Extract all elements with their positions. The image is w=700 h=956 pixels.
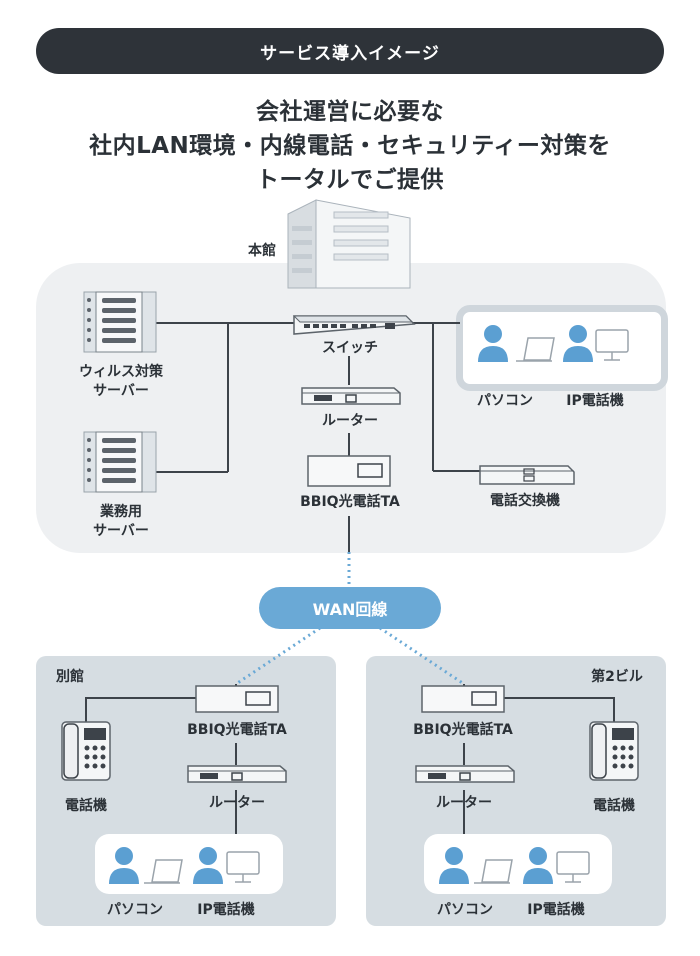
ta-label: BBIQ光電話TA	[300, 494, 400, 510]
ta-device-icon	[307, 455, 391, 487]
annex-router-icon	[187, 765, 287, 783]
main-laptop-icon	[516, 337, 555, 362]
annex-ta-label: BBIQ光電話TA	[187, 722, 287, 738]
wan-pill: WAN回線	[259, 587, 441, 629]
annex-phone-label: 電話機	[65, 798, 107, 814]
annex-pc-label: パソコン	[107, 902, 163, 918]
building2-router-label: ルーター	[436, 795, 492, 811]
annex-router-label: ルーター	[209, 795, 265, 811]
wan-links	[235, 552, 465, 686]
main-person-icon-pc	[478, 325, 508, 362]
building2-phone-label: 電話機	[593, 798, 635, 814]
building2-ta-icon	[421, 685, 505, 713]
antivirus-server-label-line2: サーバー	[93, 383, 149, 399]
building2-title: 第2ビル	[591, 669, 643, 685]
router-label: ルーター	[322, 413, 378, 429]
switch-icon	[292, 315, 416, 335]
building2-ta-label: BBIQ光電話TA	[413, 722, 513, 738]
annex-laptop-icon	[144, 859, 183, 884]
building2-pc-label: パソコン	[437, 902, 493, 918]
annex-person-icon-pc	[109, 847, 139, 884]
annex-person-icon-phone	[193, 847, 223, 884]
page-banner: サービス導入イメージ	[36, 28, 664, 74]
pbx-label: 電話交換機	[490, 493, 560, 509]
main-building-title: 本館	[248, 243, 276, 259]
annex-ip-phone-label: IP電話機	[197, 902, 255, 918]
main-pc-box	[456, 305, 668, 391]
business-server-label-line2: サーバー	[93, 523, 149, 539]
antivirus-server-label-line1: ウィルス対策	[79, 364, 163, 380]
annex-ta-icon	[195, 685, 279, 713]
building2-monitor-icon	[556, 851, 590, 883]
router-icon	[301, 387, 401, 405]
main-monitor-icon	[595, 329, 629, 361]
main-pc-label: パソコン	[477, 393, 533, 409]
main-ip-phone-label: IP電話機	[566, 393, 624, 409]
sub-connections	[85, 684, 615, 834]
building2-person-icon-phone	[523, 847, 553, 884]
antivirus-server-icon	[83, 291, 157, 353]
building2-person-icon-pc	[439, 847, 469, 884]
business-server-icon	[83, 431, 157, 493]
headline-line-3: トータルでご提供	[256, 167, 444, 193]
switch-label: スイッチ	[322, 340, 378, 356]
pbx-icon	[479, 465, 575, 485]
main-connections	[156, 322, 480, 552]
building2-phone-icon	[589, 721, 639, 781]
annex-monitor-icon	[226, 851, 260, 883]
building2-laptop-icon	[474, 859, 513, 884]
antivirus-server-label: ウィルス対策 サーバー	[60, 363, 182, 401]
annex-phone-icon	[61, 721, 111, 781]
headline-line-1: 会社運営に必要な	[256, 99, 444, 125]
building2-router-icon	[415, 765, 515, 783]
annex-title: 別館	[56, 669, 84, 685]
business-server-label: 業務用 サーバー	[60, 503, 182, 541]
headline-line-2: 社内LAN環境・内線電話・セキュリティー対策を	[89, 133, 611, 159]
main-person-icon-phone	[563, 325, 593, 362]
business-server-label-line1: 業務用	[100, 504, 142, 520]
main-building-icon	[287, 199, 411, 289]
building2-ip-phone-label: IP電話機	[527, 902, 585, 918]
